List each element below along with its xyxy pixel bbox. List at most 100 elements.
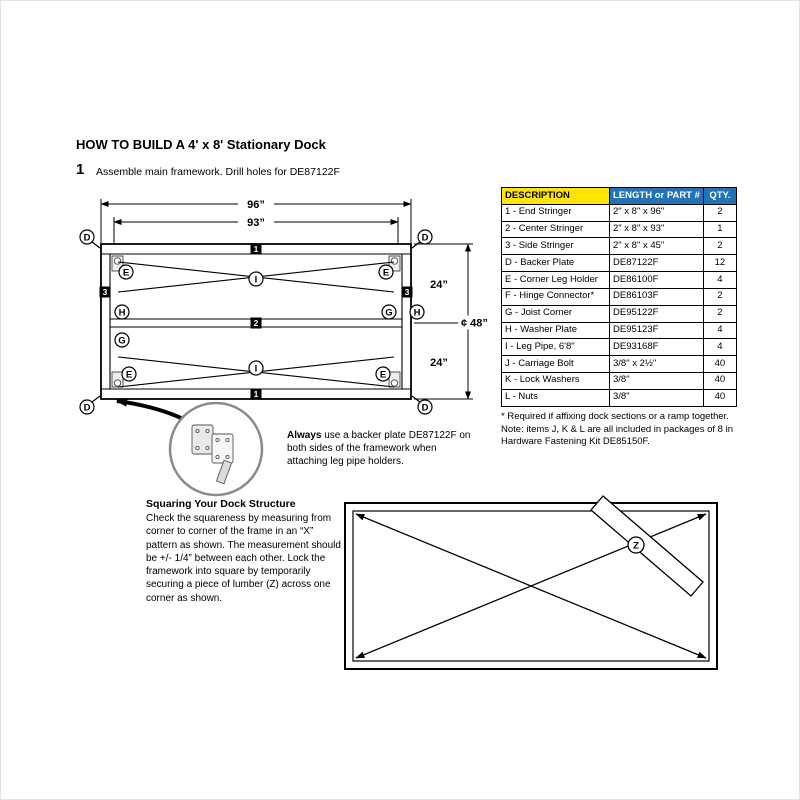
- label-backer-plate: D: [422, 233, 429, 244]
- stringer-number-labels: 1 2 1 3 3: [99, 243, 413, 400]
- cell-description: K - Lock Washers: [501, 371, 610, 390]
- cell-part: DE95122F: [609, 304, 704, 323]
- callout-bold-word: Always: [287, 430, 322, 441]
- callout-arrow: [115, 397, 182, 420]
- dim-48-bg: [458, 315, 500, 330]
- cell-qty: 4: [702, 271, 737, 289]
- col-header-part: LENGTH or PART #: [609, 187, 704, 205]
- cell-description: D - Backer Plate: [501, 254, 610, 273]
- callout-rest: use a backer plate DE87122F on both side…: [287, 430, 471, 468]
- cell-part: 3/8" x 2½": [609, 355, 704, 373]
- label-washer-plate: H: [414, 308, 421, 319]
- dim-24-top-label: 24”: [430, 279, 448, 291]
- cell-qty: 2: [702, 287, 737, 306]
- cell-qty: 40: [702, 371, 737, 390]
- cell-qty: 2: [702, 237, 737, 256]
- backer-plate-callout: [115, 397, 264, 497]
- dimension-93: [113, 217, 399, 243]
- label-leg-pipe: I: [255, 364, 258, 375]
- cell-part: DE86103F: [609, 287, 704, 306]
- cell-part: DE87122F: [609, 254, 704, 273]
- label-corner-leg-holder: E: [383, 268, 389, 279]
- label-joist-corner: G: [118, 336, 125, 347]
- label-corner-leg-holder: E: [123, 268, 129, 279]
- cell-part: 2" x 8" x 93": [609, 220, 704, 239]
- label-end-stringer-top: 1: [254, 244, 259, 254]
- cell-description: F - Hinge Connector*: [501, 287, 610, 306]
- page-title: HOW TO BUILD A 4' x 8' Stationary Dock: [76, 137, 326, 152]
- cell-part: DE86100F: [609, 271, 704, 289]
- label-corner-leg-holder: E: [380, 370, 386, 381]
- cell-qty: 4: [702, 321, 737, 340]
- squaring-body: Check the squareness by measuring from c…: [146, 513, 341, 604]
- cell-description: I - Leg Pipe, 6'8": [501, 338, 610, 357]
- label-leg-pipe: I: [255, 275, 258, 286]
- z-label: Z: [633, 541, 639, 552]
- label-center-stringer: 2: [254, 318, 259, 328]
- squaring-diagram: Z: [344, 495, 718, 670]
- label-side-stringer-right: 3: [405, 287, 410, 297]
- dim-24-bottom-label: 24”: [430, 357, 448, 369]
- step-number: 1: [76, 161, 85, 178]
- dim-96-label: 96”: [247, 199, 265, 211]
- cell-qty: 40: [702, 355, 737, 373]
- cell-part: 2" x 8" x 96": [609, 203, 704, 222]
- table-header-row: DESCRIPTION LENGTH or PART # QTY.: [501, 187, 737, 205]
- cell-part: DE93168F: [609, 338, 704, 357]
- cell-part: 3/8": [609, 388, 704, 407]
- col-header-description: DESCRIPTION: [501, 187, 610, 205]
- cell-description: L - Nuts: [501, 388, 610, 407]
- label-joist-corner: G: [385, 308, 392, 319]
- label-side-stringer-left: 3: [103, 287, 108, 297]
- cell-qty: 2: [702, 304, 737, 323]
- cell-qty: 12: [702, 254, 737, 273]
- col-header-qty: QTY.: [702, 187, 737, 205]
- cell-qty: 1: [702, 220, 737, 239]
- cell-part: 2" x 8" x 45": [609, 237, 704, 256]
- cell-qty: 4: [702, 338, 737, 357]
- corner-hardware: [111, 255, 401, 388]
- square-frame-inner: [352, 510, 710, 662]
- label-washer-plate: H: [119, 308, 126, 319]
- dim-93-label: 93”: [247, 217, 265, 229]
- cell-description: J - Carriage Bolt: [501, 355, 610, 373]
- dimension-96: [100, 199, 412, 243]
- label-backer-plate: D: [422, 403, 429, 414]
- cell-qty: 2: [702, 203, 737, 222]
- cell-qty: 40: [702, 388, 737, 407]
- squaring-heading: Squaring Your Dock Structure: [146, 498, 296, 510]
- cell-part: 3/8": [609, 371, 704, 390]
- dim-48-label: ¢ 48”: [461, 318, 488, 330]
- callout-note: Always use a backer plate DE87122F on bo…: [287, 429, 479, 469]
- cell-description: G - Joist Corner: [501, 304, 610, 323]
- cell-description: E - Corner Leg Holder: [501, 271, 610, 289]
- cell-description: H - Washer Plate: [501, 321, 610, 340]
- table-footnote: * Required if affixing dock sections or …: [501, 411, 733, 448]
- label-backer-plate: D: [84, 403, 91, 414]
- cell-description: 1 - End Stringer: [501, 203, 610, 222]
- cell-part: DE95123F: [609, 321, 704, 340]
- frame-diagram: 96” 93”: [79, 199, 500, 497]
- parts-table: DESCRIPTION LENGTH or PART # QTY. 1 - En…: [501, 187, 737, 407]
- dimension-height: [414, 243, 473, 400]
- label-corner-leg-holder: E: [126, 370, 132, 381]
- step-text: Assemble main framework. Drill holes for…: [96, 166, 340, 178]
- cell-description: 2 - Center Stringer: [501, 220, 610, 239]
- backer-plate-illustration: [191, 424, 234, 485]
- lumber-brace: [590, 495, 704, 597]
- label-end-stringer-bottom: 1: [254, 389, 259, 399]
- part-letter-labels: [79, 229, 433, 415]
- z-label-circle: [627, 536, 645, 554]
